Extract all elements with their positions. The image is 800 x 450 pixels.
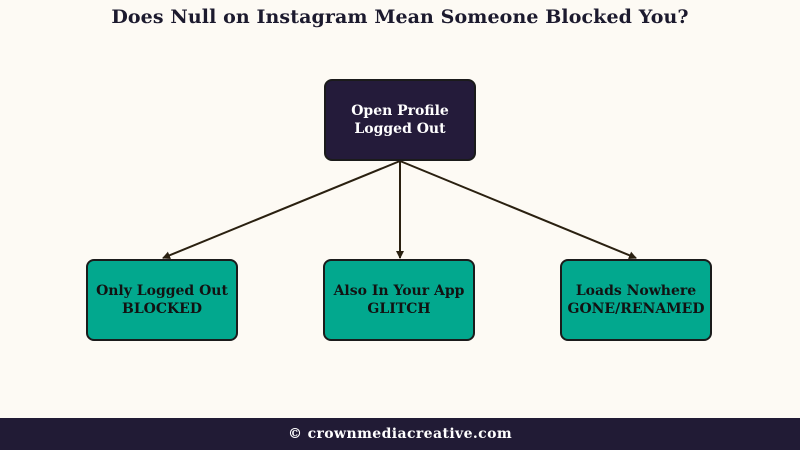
node-gone-line2: GONE/RENAMED <box>567 301 705 317</box>
node-root-line2: Logged Out <box>354 121 446 137</box>
edge-root-to-blocked <box>162 160 401 260</box>
diagram-title: Does Null on Instagram Mean Someone Bloc… <box>111 6 689 28</box>
footer-bar: © crownmediacreative.com <box>0 418 800 450</box>
node-also-in-app-glitch: Also In Your App GLITCH <box>323 259 475 341</box>
node-root-line1: Open Profile <box>351 103 449 119</box>
footer-credit: © crownmediacreative.com <box>287 426 513 442</box>
node-only-logged-out-blocked: Only Logged Out BLOCKED <box>86 259 238 341</box>
node-glitch-line2: GLITCH <box>367 301 431 317</box>
node-blocked-line2: BLOCKED <box>122 301 202 317</box>
node-gone-line1: Loads Nowhere <box>575 283 697 299</box>
node-open-profile-logged-out: Open Profile Logged Out <box>324 79 476 161</box>
node-loads-nowhere-gone: Loads Nowhere GONE/RENAMED <box>560 259 712 341</box>
edge-root-to-gone <box>399 160 637 260</box>
node-glitch-line1: Also In Your App <box>333 283 465 299</box>
node-blocked-line1: Only Logged Out <box>96 283 228 299</box>
